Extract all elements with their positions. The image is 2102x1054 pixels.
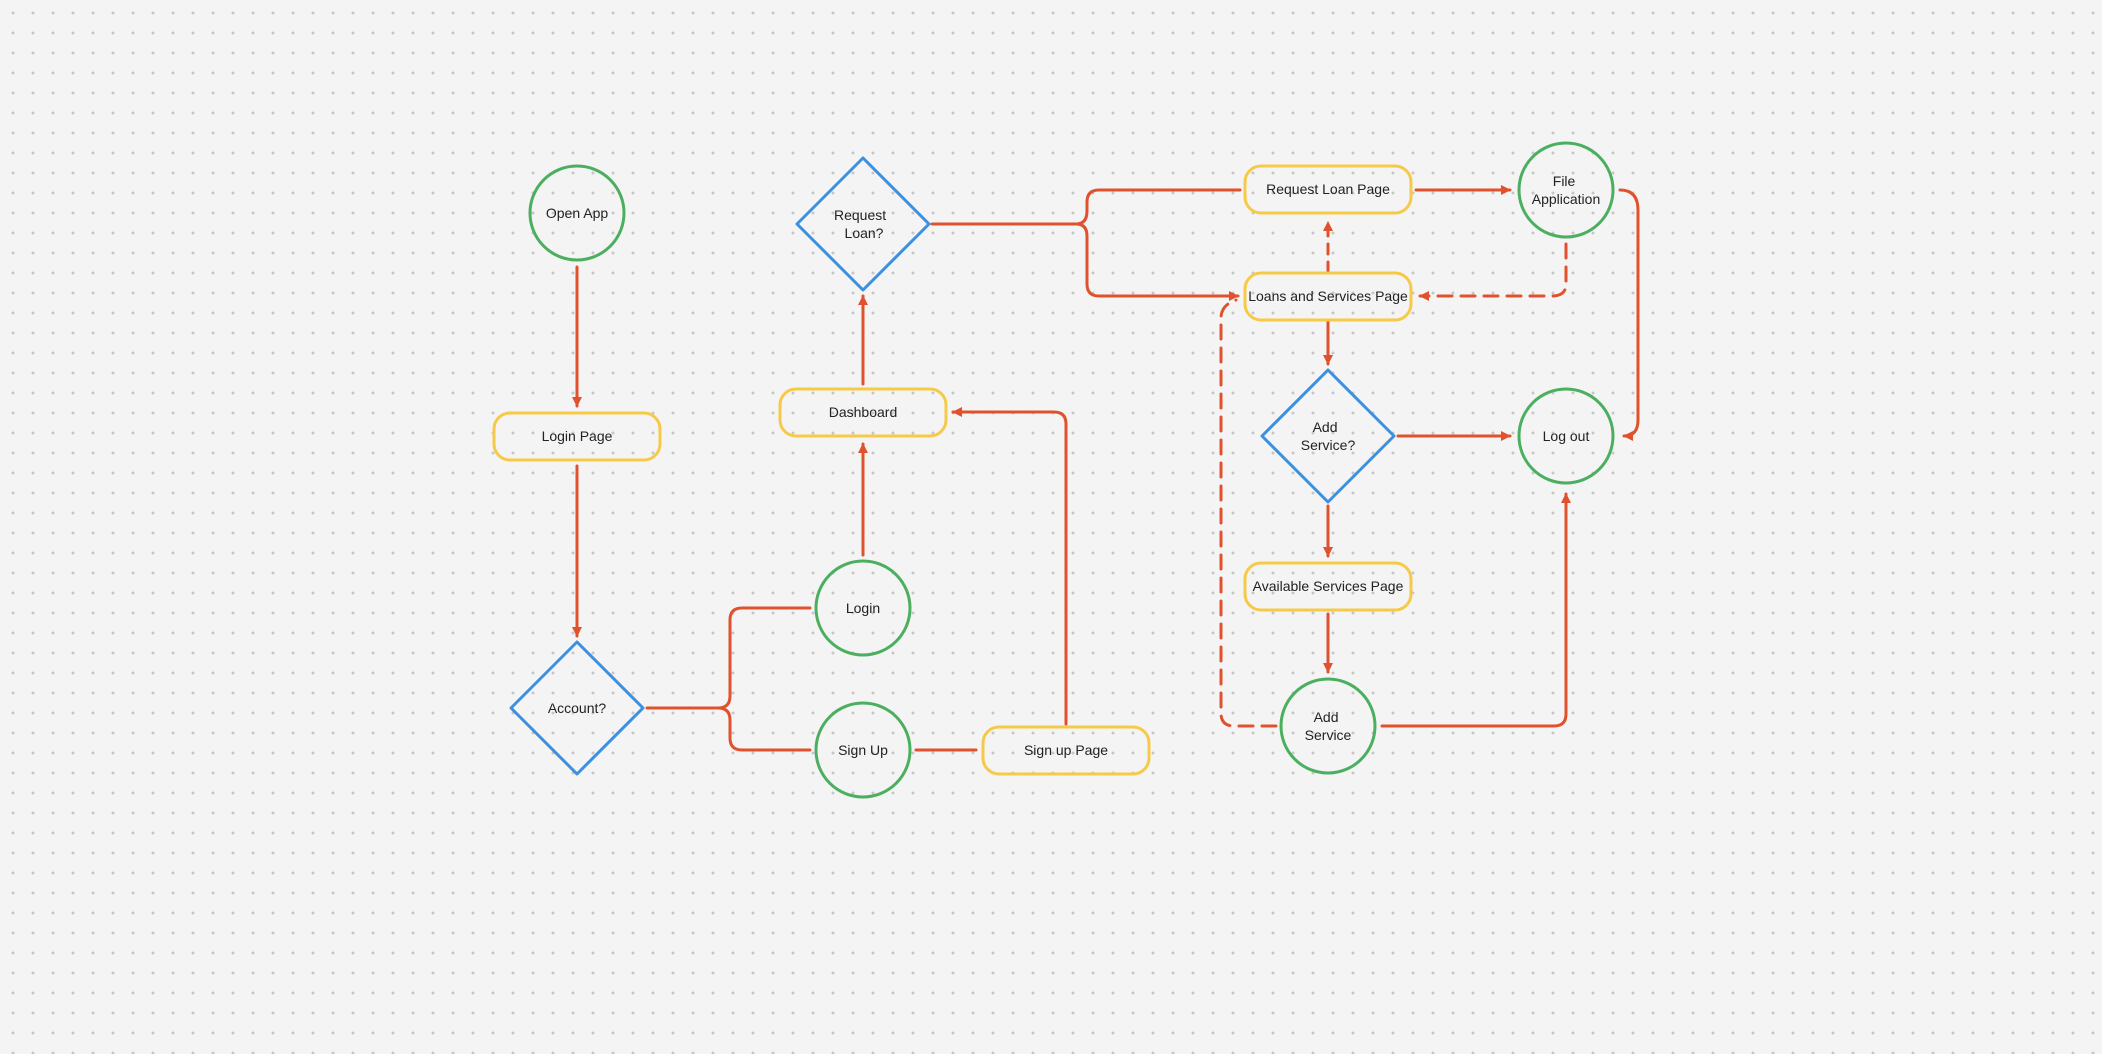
edge-account-login [645,606,812,710]
node-add-service[interactable]: Add Service [1279,677,1377,775]
node-account-decision-label: Account? [548,700,607,716]
node-request-loan-decision-label-1: Request [834,207,886,223]
svg-text:Dashboard: Dashboard [829,404,898,420]
node-login-label: Login [846,600,880,616]
svg-text:Log out: Log out [1543,428,1590,444]
node-login-shape [814,559,912,657]
node-account-decision[interactable]: Account? [509,640,645,776]
node-available-services-page-label: Available Services Page [1253,578,1404,594]
node-login-page[interactable]: Login Page [492,411,662,462]
edge-signuppage-dashboard [951,407,1068,726]
node-add-service-label-2: Service [1305,727,1352,743]
node-open-app-label: Open App [546,205,608,221]
node-available-services-page[interactable]: Available Services Page [1243,561,1413,612]
node-sign-up-shape [814,701,912,799]
edge-requestloan-loanspage [1074,222,1240,301]
node-file-application-label-1: File [1553,173,1576,189]
node-request-loan-page[interactable]: Request Loan Page [1243,164,1413,215]
node-file-application[interactable]: File Application [1517,141,1615,239]
svg-text:Login: Login [846,600,880,616]
svg-text:Login Page: Login Page [542,428,613,444]
connectors [572,185,1640,752]
node-log-out-label: Log out [1543,428,1590,444]
node-request-loan-decision-label-2: Loan? [845,225,884,241]
edge-fileapp-loanspage-dashed [1418,242,1568,301]
node-sign-up[interactable]: Sign Up [814,701,912,799]
node-sign-up-page-label: Sign up Page [1024,742,1108,758]
node-add-service-label-1: Add [1314,709,1339,725]
node-login-page-shape [492,411,662,462]
edge-addservice-logout [1380,492,1571,728]
edge-requestloan-requestloanpage [930,188,1242,226]
node-sign-up-page-shape [981,725,1151,776]
node-file-application-shape [1517,141,1615,239]
svg-text:Account?: Account? [548,700,607,716]
edge-addservice-loanspage-dashed [1219,298,1278,728]
node-loans-services-page-shape [1243,271,1413,322]
svg-text:Open App: Open App [546,205,608,221]
node-sign-up-page[interactable]: Sign up Page [981,725,1151,776]
node-open-app[interactable]: Open App [528,164,626,262]
node-account-decision-shape [509,640,645,776]
svg-text:File Application: File Application [1532,173,1601,207]
node-add-service-decision[interactable]: Add Service? [1260,368,1396,504]
node-log-out[interactable]: Log out [1517,387,1615,485]
node-open-app-shape [528,164,626,262]
node-add-service-shape [1279,677,1377,775]
svg-text:Add Service?: Add Service? [1301,419,1356,453]
edge-fileapp-logout [1618,188,1640,441]
node-login[interactable]: Login [814,559,912,657]
node-login-page-label: Login Page [542,428,613,444]
svg-text:Add Service: Add Service [1305,709,1352,743]
svg-text:Request Loan?: Request Loan? [834,207,890,241]
node-add-service-decision-shape [1260,368,1396,504]
node-loans-services-page[interactable]: Loans and Services Page [1243,271,1413,322]
node-request-loan-decision[interactable]: Request Loan? [795,156,931,292]
svg-text:Sign Up: Sign Up [838,742,888,758]
node-add-service-decision-label-2: Service? [1301,437,1356,453]
edge-account-signup [716,706,812,752]
node-available-services-page-shape [1243,561,1413,612]
node-dashboard-label: Dashboard [829,404,898,420]
node-sign-up-label: Sign Up [838,742,888,758]
node-dashboard[interactable]: Dashboard [778,387,948,438]
node-request-loan-page-shape [1243,164,1413,215]
node-file-application-label-2: Application [1532,191,1601,207]
svg-text:Sign up Page: Sign up Page [1024,742,1108,758]
node-loans-services-page-label: Loans and Services Page [1248,288,1408,304]
node-add-service-decision-label-1: Add [1313,419,1338,435]
node-request-loan-decision-shape [795,156,931,292]
svg-text:Loans and Services Page: Loans and Services Page [1248,288,1408,304]
svg-text:Available Services Page: Available Services Page [1253,578,1404,594]
node-request-loan-page-label: Request Loan Page [1266,181,1390,197]
svg-text:Request Loan Page: Request Loan Page [1266,181,1390,197]
node-log-out-shape [1517,387,1615,485]
node-dashboard-shape [778,387,948,438]
